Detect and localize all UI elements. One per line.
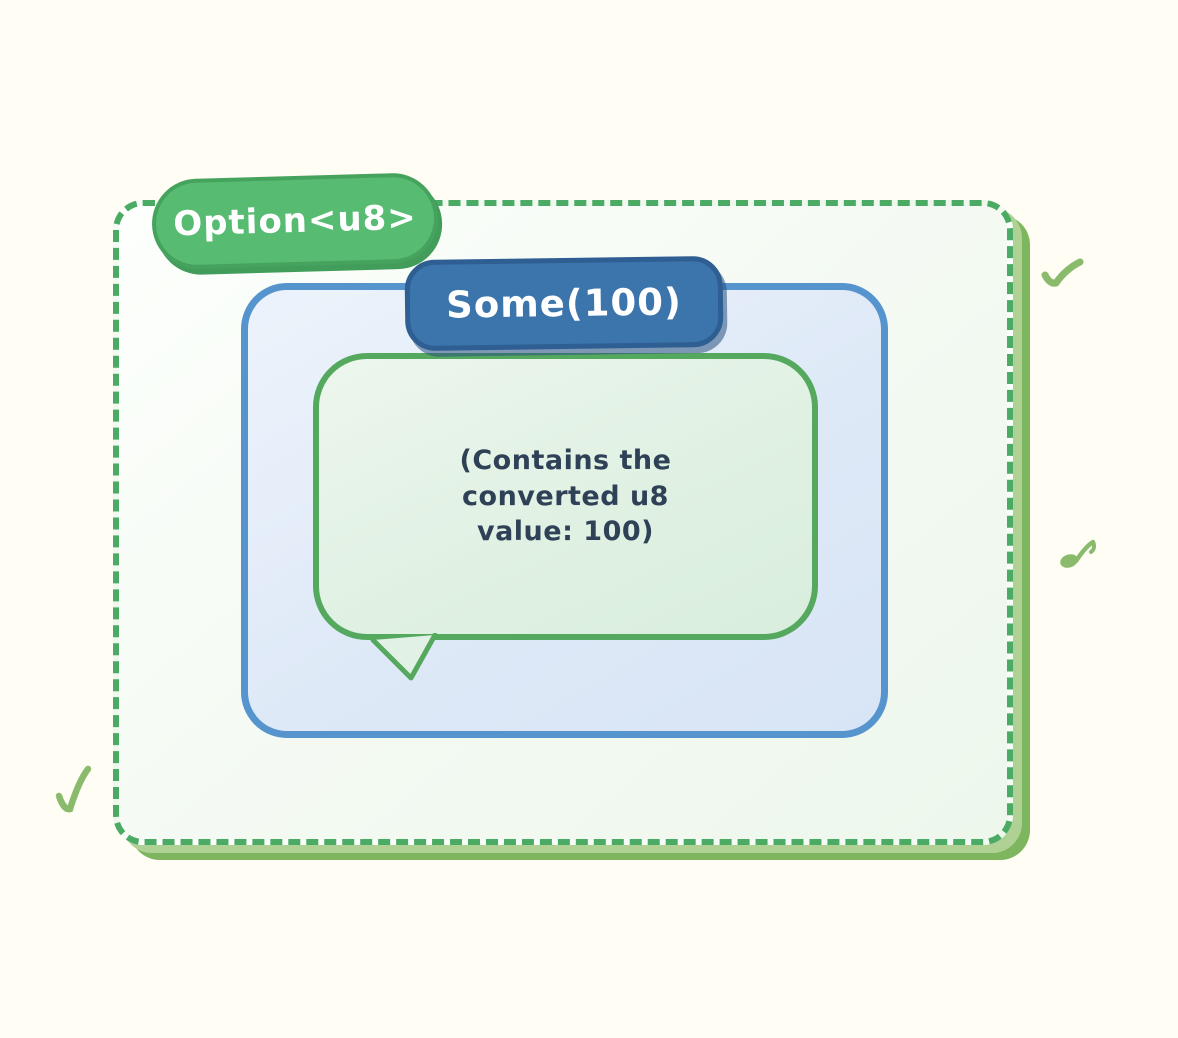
speech-bubble-tail xyxy=(370,633,438,681)
bubble-text-line: converted u8 xyxy=(462,480,669,512)
some-pill-text: Some(100) xyxy=(445,280,683,327)
checkmark-icon xyxy=(1041,258,1084,287)
checkmark-icon xyxy=(55,765,92,813)
option-pill-label: Option<u8> xyxy=(150,172,440,270)
bubble-text-line: value: 100) xyxy=(476,516,654,548)
value-speech-bubble: (Contains the converted u8 value: 100) xyxy=(313,353,818,681)
bubble-text: (Contains the converted u8 value: 100) xyxy=(319,359,812,634)
note-squiggle-icon xyxy=(1060,539,1097,568)
some-pill-label: Some(100) xyxy=(404,255,724,352)
option-pill-text: Option<u8> xyxy=(172,197,418,245)
bubble-text-line: (Contains the xyxy=(459,444,672,476)
